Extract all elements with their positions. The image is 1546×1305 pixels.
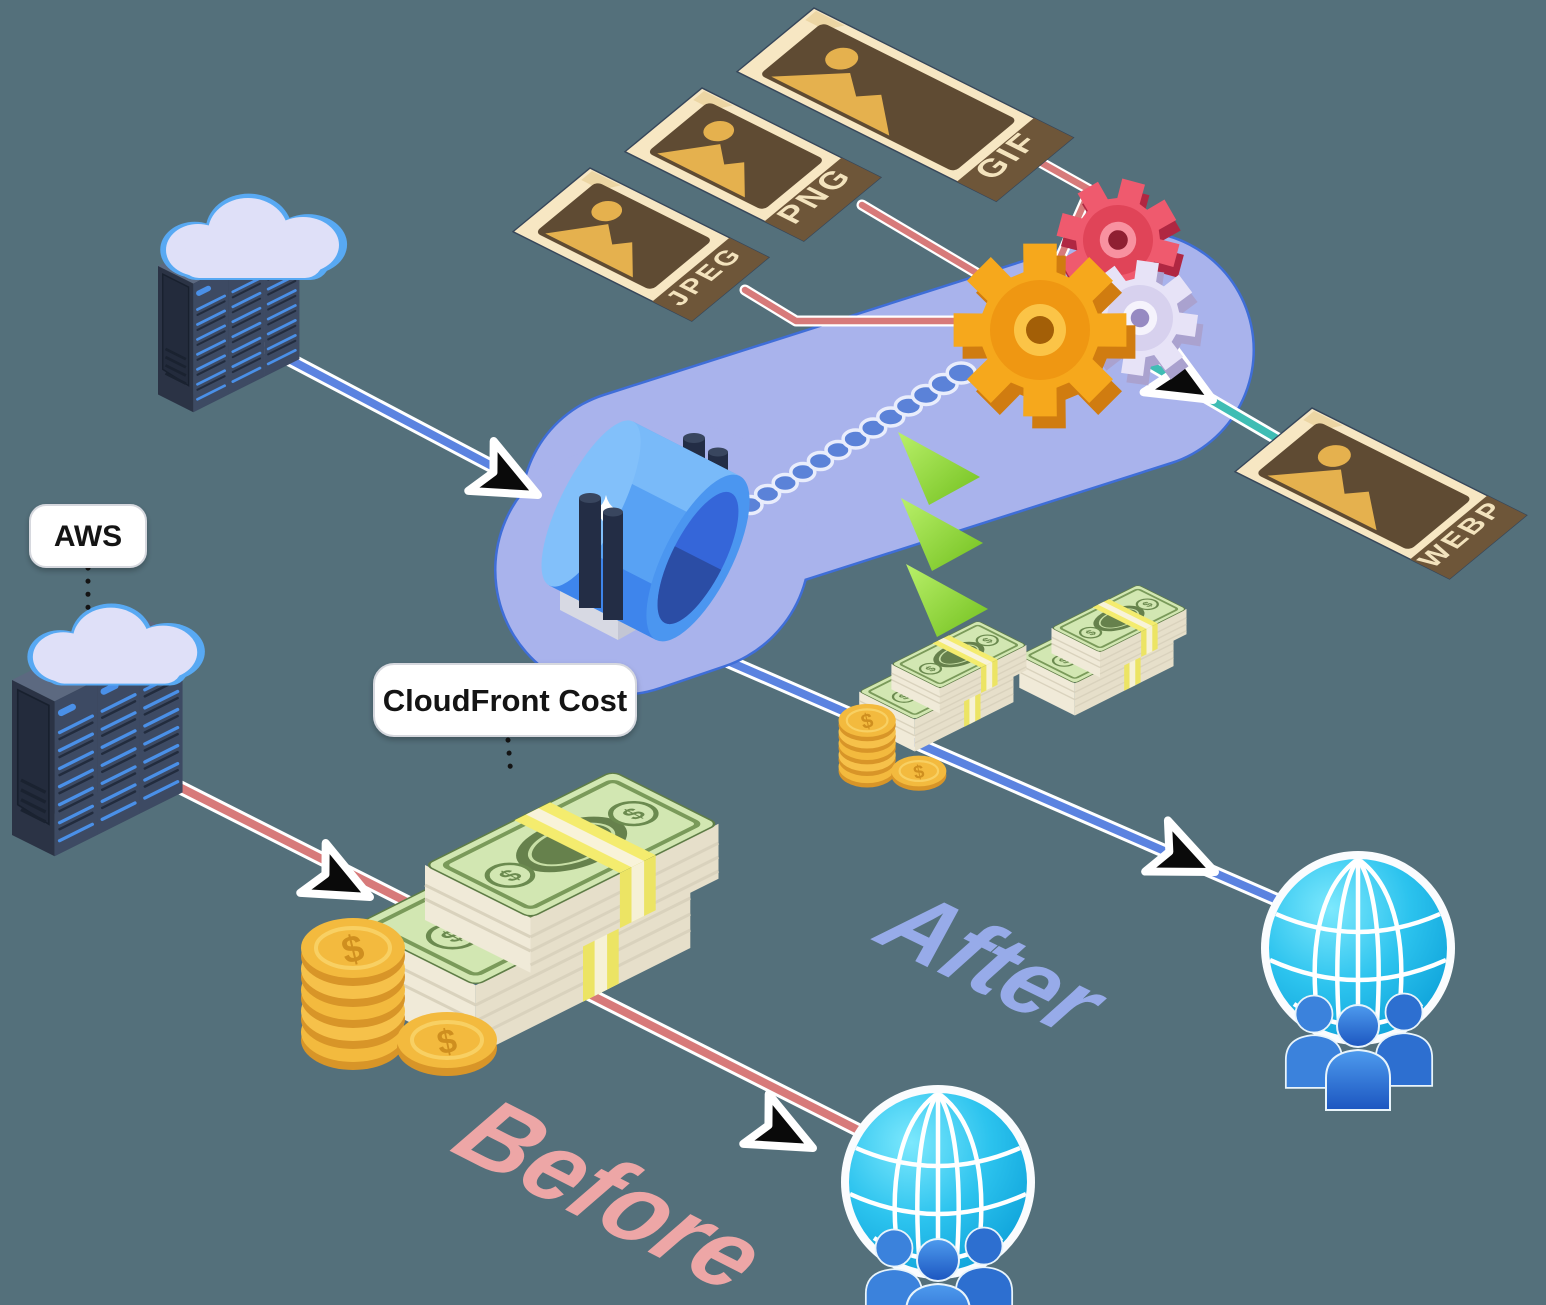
png-file-icon: PNG xyxy=(623,87,883,242)
aws-label-text: AWS xyxy=(54,520,122,553)
cloudfront-cost-label: CloudFront Cost xyxy=(373,663,637,779)
gear-icon-red xyxy=(1043,165,1197,325)
jpeg-file-icon: JPEG xyxy=(511,167,771,322)
optimizer-machine-icon xyxy=(541,420,750,642)
gear-icon-orange xyxy=(953,243,1136,429)
globe-users-icon xyxy=(1261,851,1455,1110)
gif-file-icon: GIF xyxy=(735,7,1075,203)
webp-file-icon: WEBP xyxy=(1233,407,1528,580)
cloudfront-cost-text: CloudFront Cost xyxy=(383,683,628,718)
aws-label: AWS xyxy=(29,504,147,617)
chimney-icon xyxy=(579,493,623,620)
